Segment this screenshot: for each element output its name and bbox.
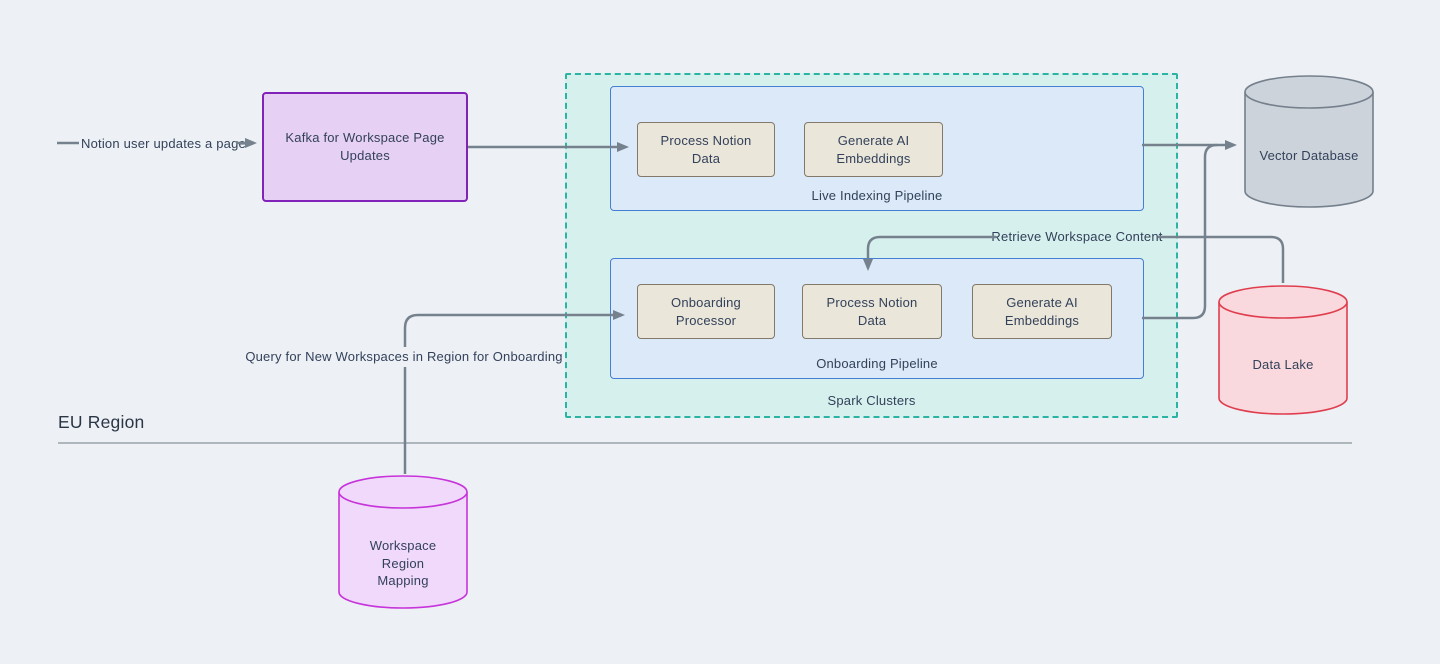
workspace-region-mapping-cylinder: Workspace Region Mapping — [338, 475, 468, 609]
workspace-region-mapping-label: Workspace Region Mapping — [369, 538, 437, 589]
live-indexing-pipeline: Process Notion Data Generate AI Embeddin… — [610, 86, 1144, 211]
cylinder-shape — [1218, 285, 1348, 415]
task-generate-ai-embeddings-onboarding: Generate AI Embeddings — [972, 284, 1112, 339]
cylinder-shape — [1244, 75, 1374, 208]
task-process-notion-data-live: Process Notion Data — [637, 122, 775, 177]
data-lake-cylinder: Data Lake — [1218, 285, 1348, 415]
annotation-user-event: Notion user updates a page — [81, 136, 246, 151]
vector-database-cylinder: Vector Database — [1244, 75, 1374, 208]
spark-clusters-container: Spark Clusters Process Notion Data Gener… — [565, 73, 1178, 418]
vector-database-label: Vector Database — [1259, 148, 1359, 163]
data-lake-label: Data Lake — [1252, 357, 1314, 372]
task-generate-ai-embeddings-live: Generate AI Embeddings — [804, 122, 943, 177]
task-process-notion-data-onboarding: Process Notion Data — [802, 284, 942, 339]
eu-region-label: EU Region — [58, 412, 145, 432]
annotation-query-workspaces: Query for New Workspaces in Region for O… — [245, 349, 563, 364]
task-onboarding-processor: Onboarding Processor — [637, 284, 775, 339]
live-indexing-pipeline-label: Live Indexing Pipeline — [811, 188, 943, 203]
onboarding-pipeline: Onboarding Processor Process Notion Data… — [610, 258, 1144, 379]
annotation-retrieve-content: Retrieve Workspace Content — [991, 229, 1163, 244]
onboarding-pipeline-label: Onboarding Pipeline — [816, 356, 938, 371]
kafka-node: Kafka for Workspace Page Updates — [262, 92, 468, 202]
cylinder-shape — [338, 475, 468, 609]
spark-clusters-label: Spark Clusters — [827, 393, 916, 408]
